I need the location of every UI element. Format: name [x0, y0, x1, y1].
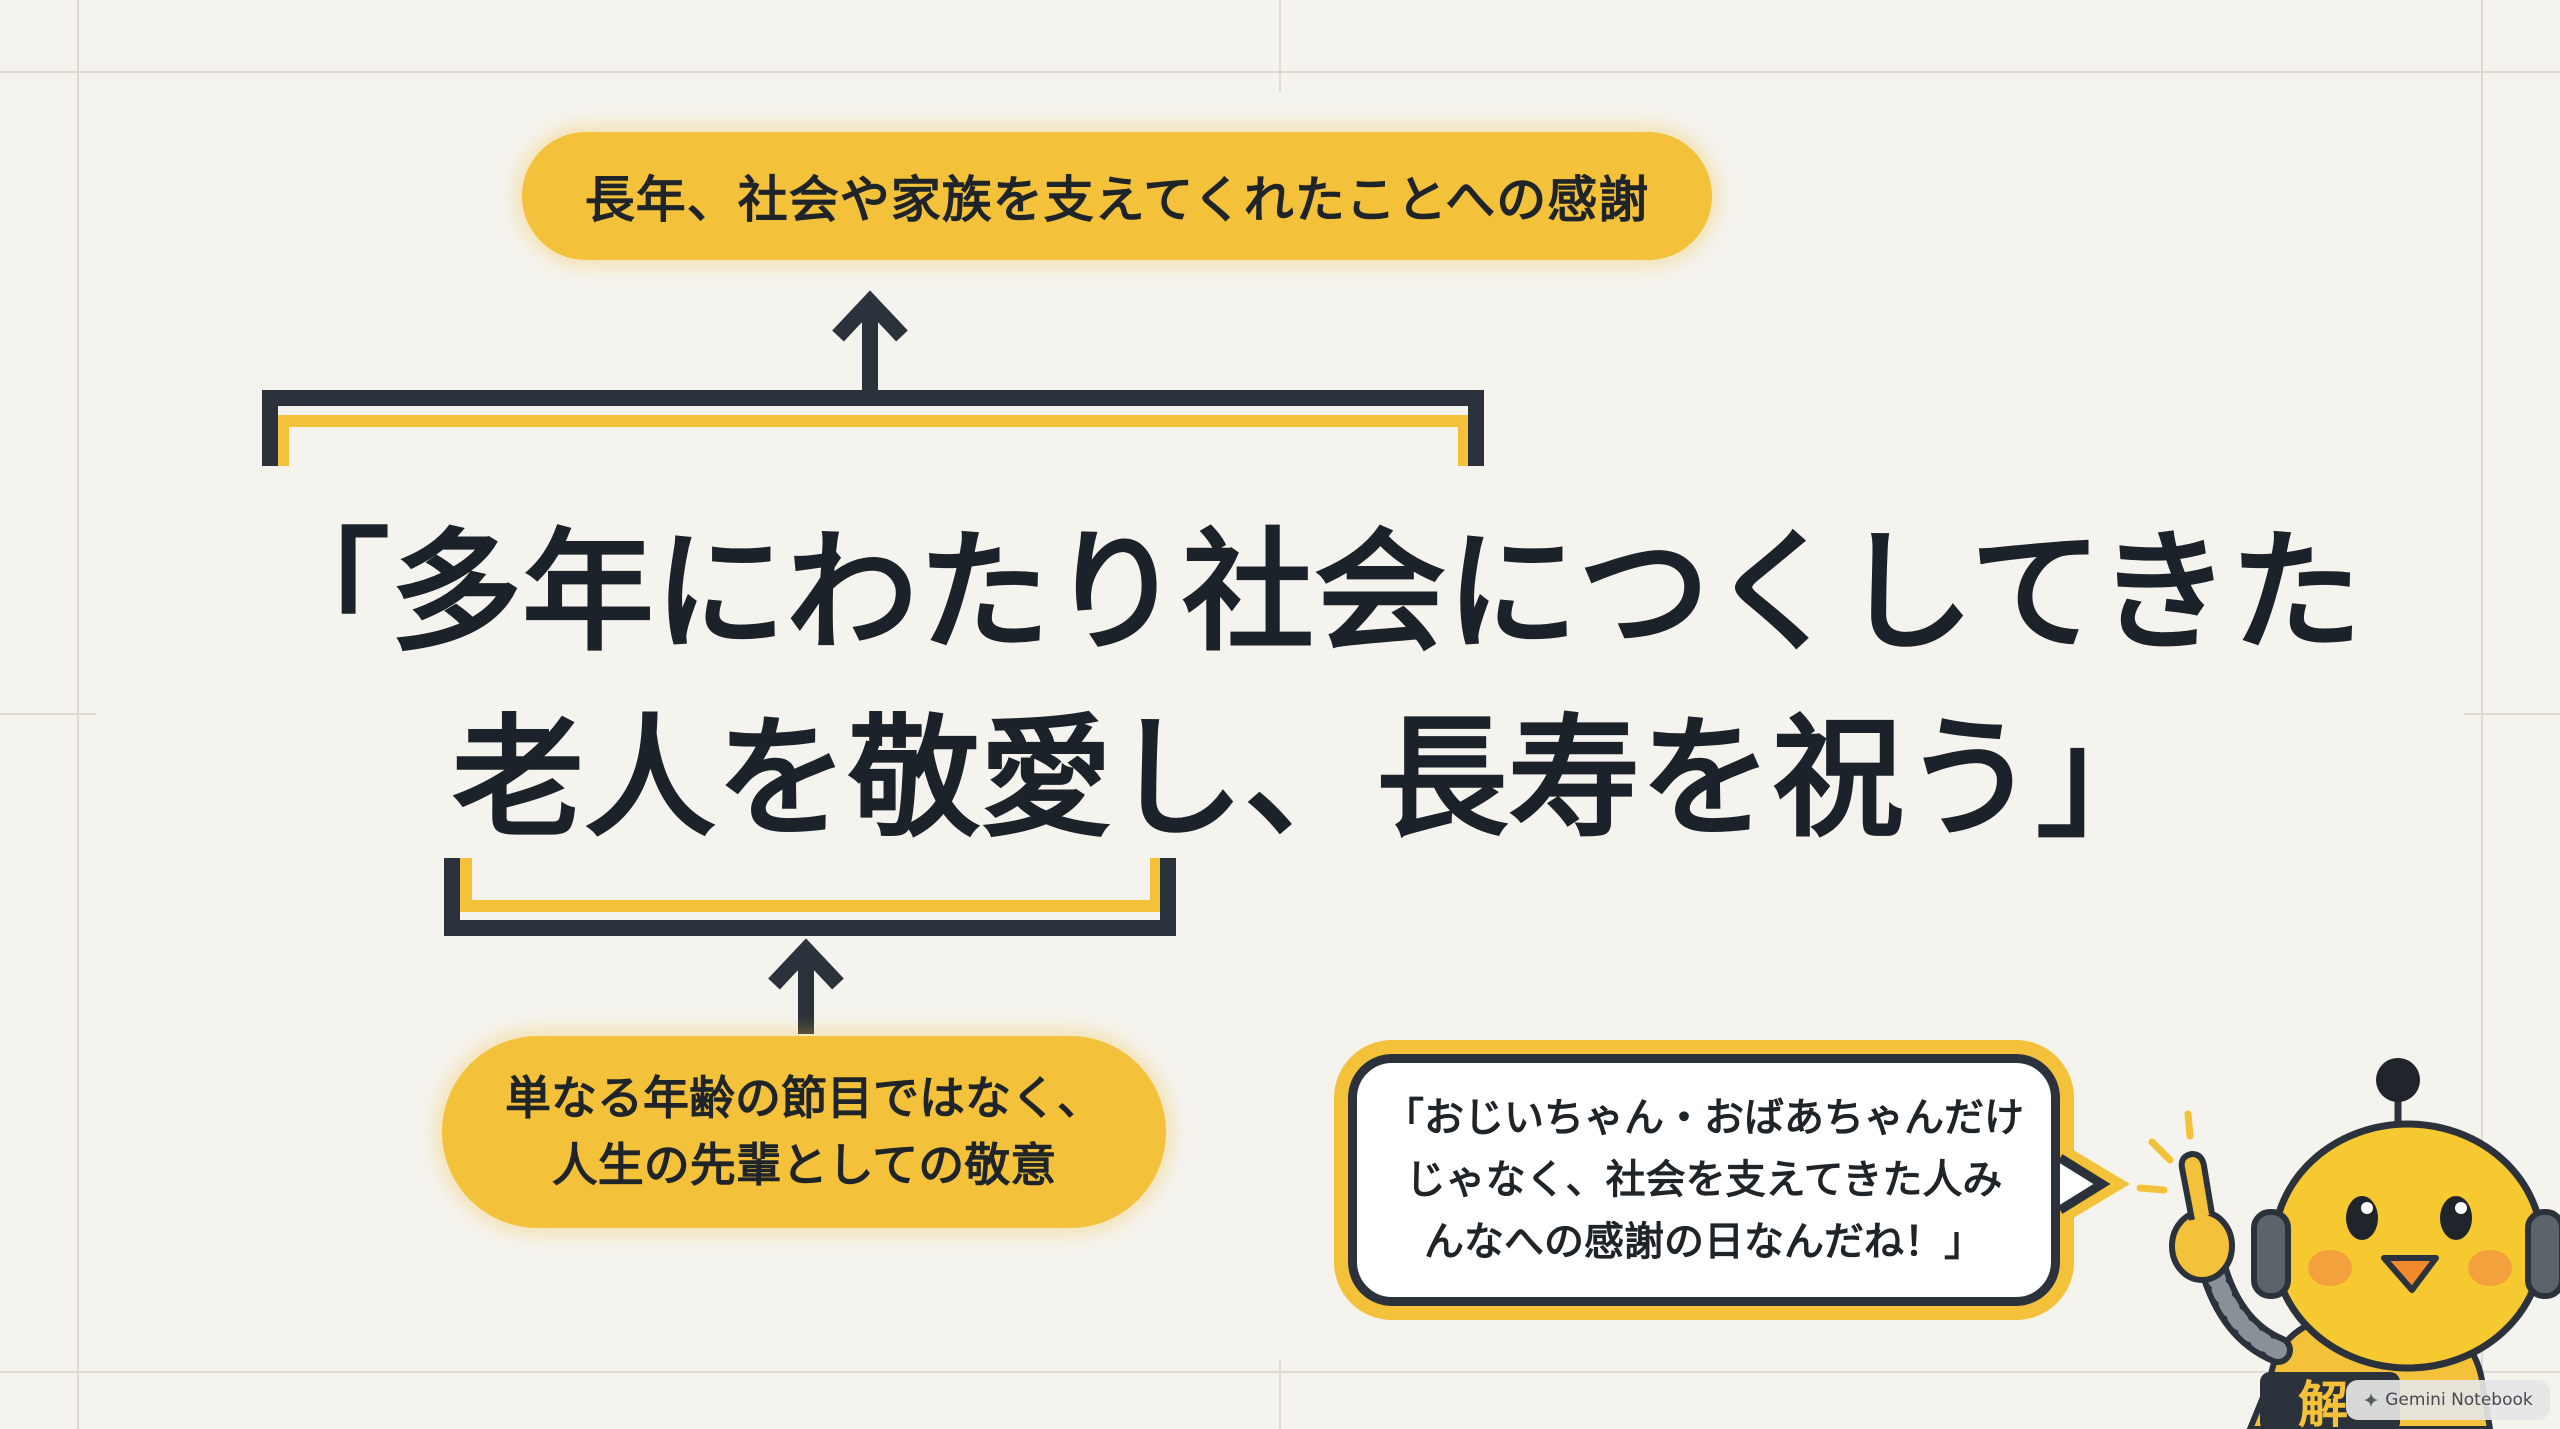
watermark-badge: Gemini Notebook [2346, 1380, 2550, 1420]
up-arrow-icon [768, 938, 844, 1034]
top-bracket [262, 390, 1484, 466]
top-note-pill: 長年、社会や家族を支えてくれたことへの感謝 [522, 132, 1712, 260]
mascot-badge-char: 解 [2298, 1376, 2348, 1429]
speech-bubble-body: 「おじいちゃん・おばあちゃんだけ じゃなく、社会を支えてきた人み んなへの感謝の… [1348, 1054, 2060, 1306]
bottom-note-line-2: 人生の先輩としての敬意 [551, 1138, 1057, 1192]
speech-line-3: んなへの感謝の日なんだね！」 [1424, 1219, 1984, 1265]
up-arrow-icon [832, 290, 908, 396]
top-note-text: 長年、社会や家族を支えてくれたことへの感謝 [584, 171, 1650, 229]
sparkle-icon [2136, 1110, 2194, 1194]
main-quote: 「多年にわたり社会につくしてきた 老人を敬愛し、長寿を祝う」 [230, 500, 2390, 872]
main-quote-line-1: 「多年にわたり社会につくしてきた [257, 515, 2363, 670]
speech-bubble: 「おじいちゃん・おばあちゃんだけ じゃなく、社会を支えてきた人み んなへの感謝の… [1334, 1040, 2074, 1320]
speech-line-1: 「おじいちゃん・おばあちゃんだけ [1384, 1095, 2024, 1141]
speech-line-2: じゃなく、社会を支えてきた人み [1405, 1157, 2003, 1203]
main-quote-line-2: 老人を敬愛し、長寿を祝う」 [452, 701, 2168, 856]
speech-bubble-tail [2060, 1142, 2130, 1226]
bottom-note-line-1: 単なる年齢の節目ではなく、 [505, 1071, 1103, 1126]
mascot-robot-chick: 解 [2136, 1058, 2560, 1429]
watermark-text: Gemini Notebook [2385, 1390, 2533, 1410]
bottom-note-pill: 単なる年齢の節目ではなく、 人生の先輩としての敬意 [442, 1036, 1166, 1228]
gemini-logo-icon [2364, 1393, 2379, 1407]
